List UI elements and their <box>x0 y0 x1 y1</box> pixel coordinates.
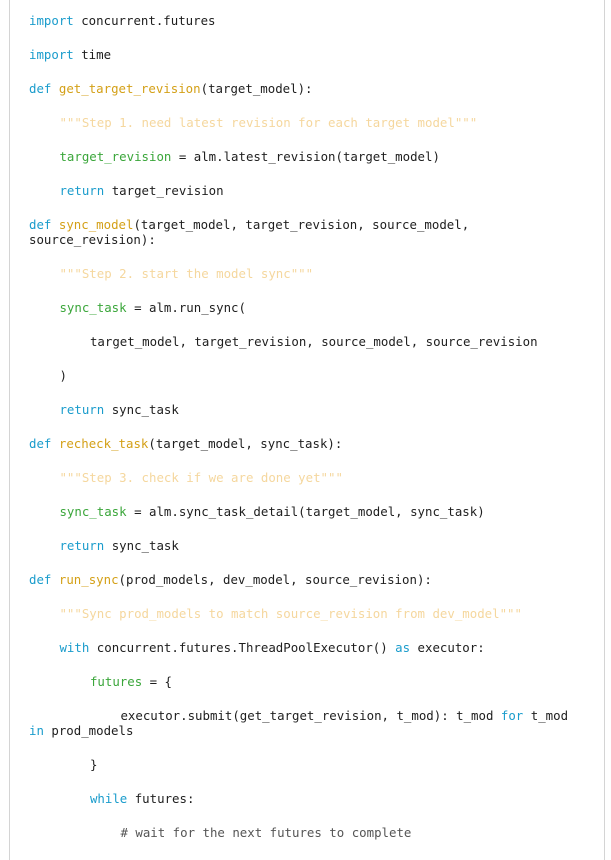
code-token: def <box>29 81 52 96</box>
code-token: """Step 1. need latest revision for each… <box>59 115 478 130</box>
code-line: """Step 3. check if we are done yet""" <box>59 470 342 487</box>
code-token: while <box>89 791 128 806</box>
code-line: } <box>90 757 97 774</box>
code-token: sync_model <box>58 217 134 232</box>
code-token: return <box>59 538 105 553</box>
code-token: sync_task <box>59 300 127 315</box>
code-token: time <box>73 47 112 62</box>
code-line: return sync_task <box>59 402 178 419</box>
code-token: run_sync <box>58 572 119 587</box>
code-token: get_target_revision <box>58 81 201 96</box>
code-line: """Step 2. start the model sync""" <box>59 266 313 283</box>
code-token: # wait for the next futures to complete <box>120 825 412 840</box>
code-token: executor.submit(get_target_revision, t_m… <box>120 708 501 723</box>
code-token: t_mod <box>523 708 569 723</box>
code-line: futures = { <box>90 674 172 691</box>
code-token: executor: <box>410 640 485 655</box>
code-token <box>51 572 58 587</box>
code-token: futures <box>89 674 143 689</box>
code-token: def <box>29 572 52 587</box>
code-token: def <box>29 436 52 451</box>
code-line: sync_task = alm.run_sync( <box>59 300 246 317</box>
code-line: import concurrent.futures <box>29 13 216 30</box>
code-line: def sync_model(target_model, target_revi… <box>29 217 469 234</box>
code-token: as <box>395 640 411 655</box>
code-token: return <box>59 183 105 198</box>
code-token: target_revision <box>59 149 172 164</box>
code-token: } <box>89 757 98 772</box>
code-token: in <box>29 723 44 738</box>
code-token: concurrent.futures.ThreadPoolExecutor() <box>89 640 396 655</box>
code-token: prod_models <box>43 723 134 738</box>
code-line: source_revision): <box>29 232 156 249</box>
code-token: recheck_task <box>58 436 149 451</box>
code-line: """Sync prod_models to match source_revi… <box>59 606 522 623</box>
code-token: """Step 2. start the model sync""" <box>59 266 314 281</box>
code-token <box>51 217 58 232</box>
code-token: """Step 3. check if we are done yet""" <box>59 470 343 485</box>
code-token: sync_task <box>59 504 127 519</box>
code-line: with concurrent.futures.ThreadPoolExecut… <box>59 640 484 657</box>
code-line: return target_revision <box>59 183 223 200</box>
code-line: return sync_task <box>59 538 178 555</box>
code-line: def get_target_revision(target_model): <box>29 81 313 98</box>
code-token: concurrent.futures <box>73 13 216 28</box>
code-token: = alm.run_sync( <box>126 300 246 315</box>
code-token: import <box>29 13 74 28</box>
code-token: for <box>500 708 524 723</box>
code-line: in prod_models <box>29 723 133 740</box>
code-token: return <box>59 402 105 417</box>
code-token: ) <box>59 368 67 383</box>
code-line: executor.submit(get_target_revision, t_m… <box>120 708 568 725</box>
code-token: sync_task <box>104 402 179 417</box>
code-token: (target_model, sync_task): <box>148 436 343 451</box>
code-token: (target_model): <box>200 81 313 96</box>
code-token: def <box>29 217 52 232</box>
code-line: import time <box>29 47 111 64</box>
code-line: ) <box>59 368 66 385</box>
code-token: source_revision): <box>29 232 156 247</box>
code-token: sync_task <box>104 538 179 553</box>
code-token: target_model, target_revision, source_mo… <box>89 334 538 349</box>
code-line: target_revision = alm.latest_revision(ta… <box>59 149 439 166</box>
code-token: = { <box>142 674 173 689</box>
code-token: """Sync prod_models to match source_revi… <box>59 606 522 621</box>
code-token <box>51 81 58 96</box>
code-token: = alm.latest_revision(target_model) <box>171 149 440 164</box>
code-line: def recheck_task(target_model, sync_task… <box>29 436 342 453</box>
code-line: # wait for the next futures to complete <box>120 825 411 842</box>
code-token: with <box>59 640 90 655</box>
code-token: futures: <box>127 791 195 806</box>
code-token: (target_model, target_revision, source_m… <box>133 217 470 232</box>
code-line: while futures: <box>90 791 194 808</box>
code-token: target_revision <box>104 183 224 198</box>
code-line: def run_sync(prod_models, dev_model, sou… <box>29 572 432 589</box>
code-token: = alm.sync_task_detail(target_model, syn… <box>126 504 485 519</box>
code-line: sync_task = alm.sync_task_detail(target_… <box>59 504 484 521</box>
code-token <box>51 436 58 451</box>
code-token: (prod_models, dev_model, source_revision… <box>118 572 432 587</box>
code-line: target_model, target_revision, source_mo… <box>90 334 538 351</box>
code-line: """Step 1. need latest revision for each… <box>59 115 477 132</box>
code-token: import <box>29 47 74 62</box>
